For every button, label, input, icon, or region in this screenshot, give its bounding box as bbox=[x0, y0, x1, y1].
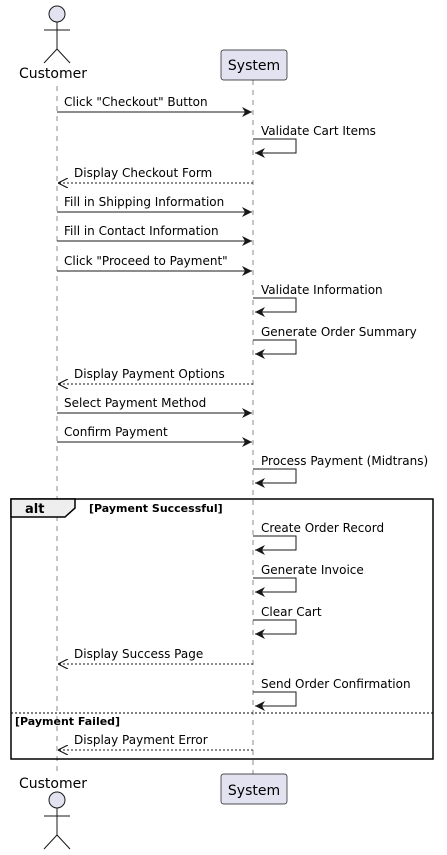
alt-fragment: alt [Payment Successful] [Payment Failed… bbox=[10, 498, 434, 760]
message-generate-invoice: Generate Invoice bbox=[253, 563, 364, 597]
message-label: Confirm Payment bbox=[64, 425, 168, 439]
self-message-arrow bbox=[253, 468, 297, 488]
message-display-payment-error: Display Payment Error bbox=[58, 733, 253, 750]
system-participant-top: System bbox=[220, 49, 288, 81]
self-message-arrow bbox=[253, 339, 297, 359]
message-label: Validate Information bbox=[261, 283, 383, 297]
message-label: Click "Proceed to Payment" bbox=[64, 254, 228, 268]
system-participant-bottom: System bbox=[220, 773, 288, 805]
message-click-proceed-to-payment: Click "Proceed to Payment" bbox=[57, 254, 252, 276]
message-process-payment-midtrans: Process Payment (Midtrans) bbox=[253, 454, 428, 488]
message-display-success-page: Display Success Page bbox=[58, 647, 253, 664]
self-message-arrow bbox=[253, 297, 297, 317]
self-message-arrow bbox=[253, 691, 297, 711]
message-select-payment-method: Select Payment Method bbox=[57, 396, 252, 418]
message-confirm-payment: Confirm Payment bbox=[57, 425, 252, 447]
message-validate-cart-items: Validate Cart Items bbox=[253, 124, 376, 158]
message-label: Fill in Shipping Information bbox=[64, 195, 224, 209]
self-message-arrow bbox=[253, 138, 297, 158]
message-label: Display Payment Error bbox=[74, 733, 208, 747]
message-label: Create Order Record bbox=[261, 521, 384, 535]
message-label: Display Success Page bbox=[74, 647, 203, 661]
message-generate-order-summary: Generate Order Summary bbox=[253, 325, 417, 359]
message-label: Validate Cart Items bbox=[261, 124, 376, 138]
message-validate-information: Validate Information bbox=[253, 283, 383, 317]
message-clear-cart: Clear Cart bbox=[253, 605, 322, 639]
alt-fragment-tab bbox=[10, 498, 76, 518]
system-label-bottom: System bbox=[228, 783, 280, 799]
customer-label-bottom: Customer bbox=[19, 776, 87, 792]
message-click-checkout-button: Click "Checkout" Button bbox=[57, 95, 252, 117]
message-label: Display Checkout Form bbox=[74, 166, 212, 180]
message-create-order-record: Create Order Record bbox=[253, 521, 384, 555]
message-fill-in-contact-information: Fill in Contact Information bbox=[57, 224, 252, 246]
customer-actor-top: Customer bbox=[19, 5, 87, 82]
guard-payment-successful: [Payment Successful] bbox=[89, 502, 223, 515]
self-message-arrow bbox=[253, 577, 297, 597]
message-fill-in-shipping-information: Fill in Shipping Information bbox=[57, 195, 252, 217]
customer-label-top: Customer bbox=[19, 66, 87, 82]
guard-payment-failed: [Payment Failed] bbox=[15, 715, 120, 728]
message-label: Process Payment (Midtrans) bbox=[261, 454, 428, 468]
self-message-arrow bbox=[253, 535, 297, 555]
system-label-top: System bbox=[228, 58, 280, 74]
message-label: Click "Checkout" Button bbox=[64, 95, 208, 109]
alt-keyword: alt bbox=[25, 502, 44, 517]
message-label: Send Order Confirmation bbox=[261, 677, 411, 691]
message-label: Generate Order Summary bbox=[261, 325, 417, 339]
message-label: Clear Cart bbox=[261, 605, 322, 619]
message-label: Select Payment Method bbox=[64, 396, 206, 410]
customer-actor-bottom: Customer bbox=[19, 776, 87, 850]
message-display-payment-options: Display Payment Options bbox=[58, 367, 253, 384]
alt-fragment-frame bbox=[10, 498, 434, 760]
message-label: Fill in Contact Information bbox=[64, 224, 219, 238]
message-label: Display Payment Options bbox=[74, 367, 225, 381]
self-message-arrow bbox=[253, 619, 297, 639]
message-label: Generate Invoice bbox=[261, 563, 364, 577]
message-send-order-confirmation: Send Order Confirmation bbox=[253, 677, 411, 711]
message-display-checkout-form: Display Checkout Form bbox=[58, 166, 253, 183]
